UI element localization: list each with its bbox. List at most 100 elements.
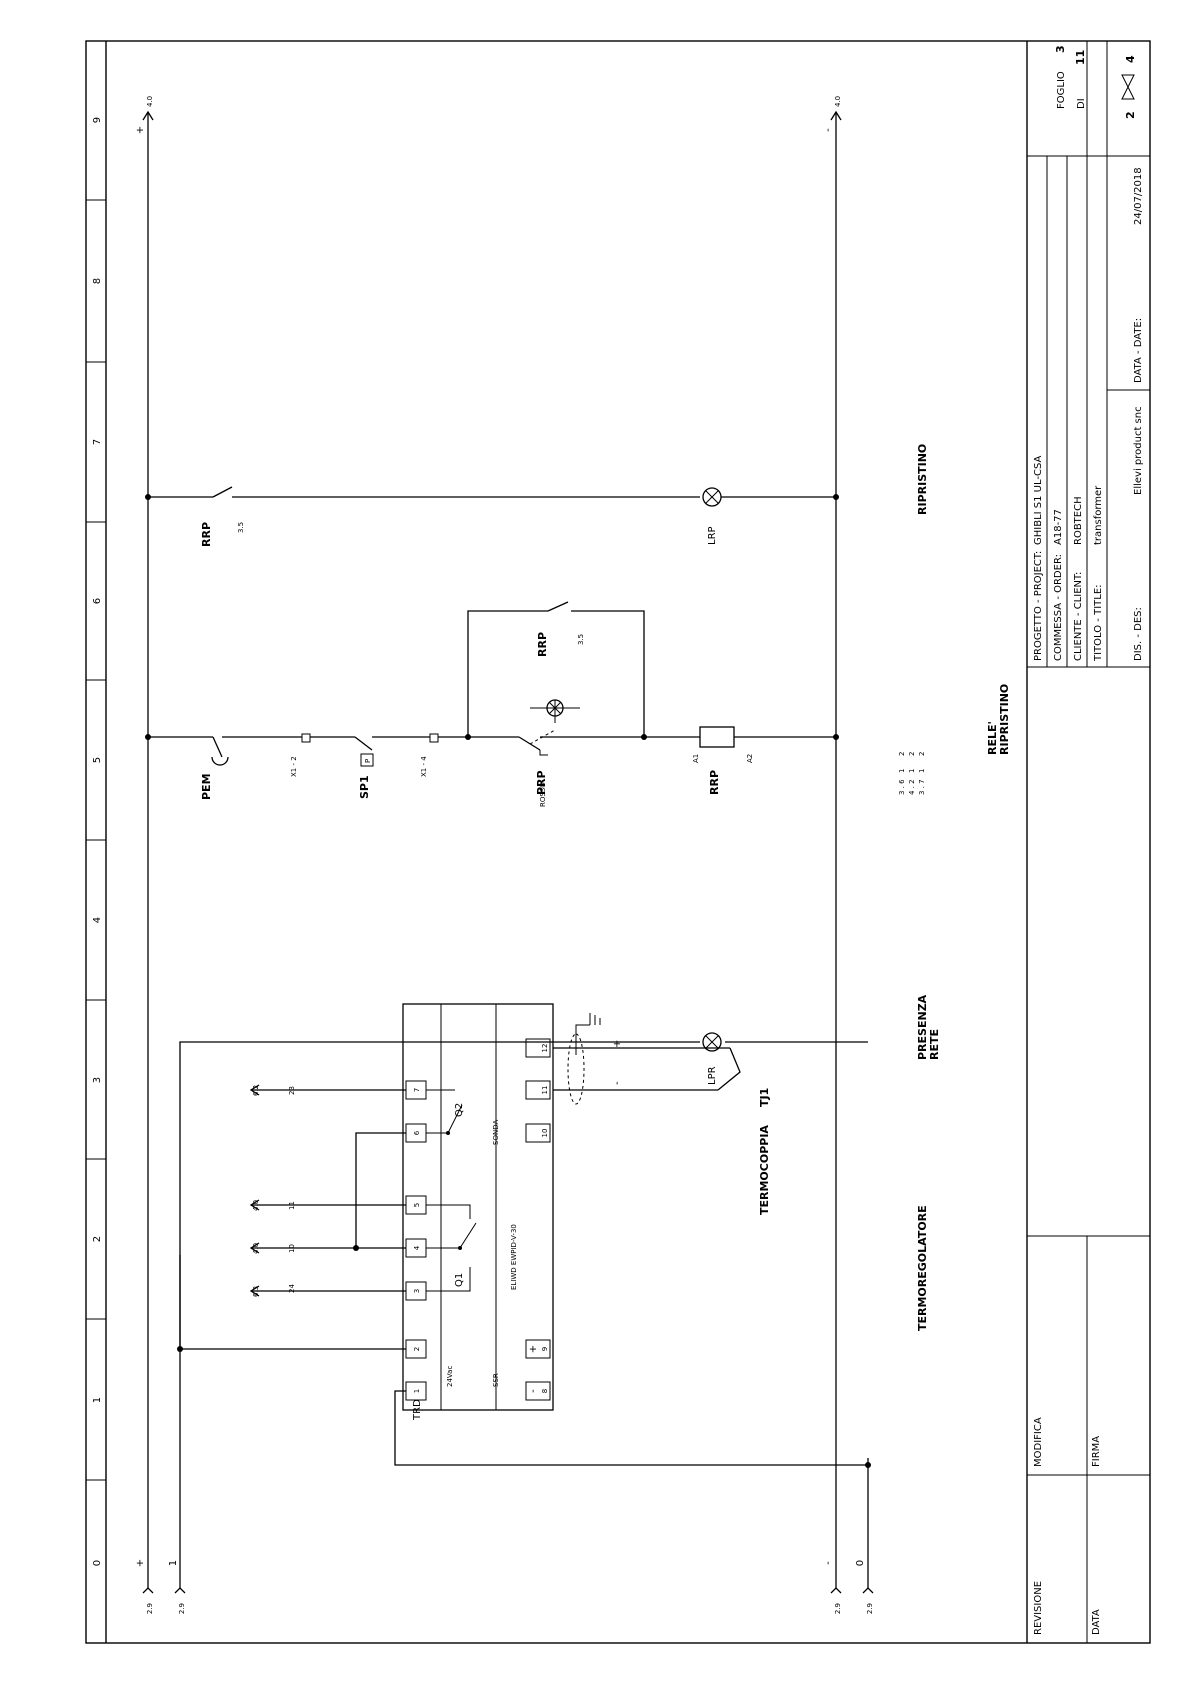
pem-label: PEM bbox=[200, 773, 213, 800]
rail-ref-left-second: 2.9 bbox=[178, 1603, 186, 1614]
outer-frame bbox=[85, 40, 1151, 1644]
sp1-pressure-switch-icon bbox=[354, 736, 374, 767]
sheet-nav-arrows-icon[interactable] bbox=[1121, 74, 1135, 100]
rrp-coil-label: RRP bbox=[708, 770, 721, 795]
rail-out-minus-ref: 4.0 bbox=[834, 96, 842, 107]
tb-cliente: ROBTECH bbox=[1073, 496, 1084, 545]
tb-titolo: transformer bbox=[1093, 485, 1104, 545]
ssr-plus-sign: + bbox=[528, 1345, 539, 1353]
ruler-label-6: 6 bbox=[92, 598, 103, 604]
ruler-label-4: 4 bbox=[92, 917, 103, 923]
prp-pushbutton-icon bbox=[518, 729, 556, 756]
tb-dis: Ellevi product snc bbox=[1133, 406, 1144, 495]
tb-foglio: 3 bbox=[1054, 45, 1067, 53]
tb-commessa-label: COMMESSA - ORDER: bbox=[1053, 554, 1064, 661]
rail-out-minus-sign: - bbox=[823, 128, 834, 132]
tb-foglio-label: FOGLIO bbox=[1056, 71, 1067, 109]
terminal-4: 4 bbox=[413, 1245, 421, 1250]
wire-11-label: 11 bbox=[288, 1201, 296, 1210]
ruler-label-3: 3 bbox=[92, 1077, 103, 1083]
section-title-presence-1: PRESENZA bbox=[916, 994, 929, 1060]
ground-icon bbox=[575, 1013, 601, 1055]
pem-mushroom-button-icon bbox=[211, 736, 229, 766]
thermo-ssr-label: SSR bbox=[492, 1373, 500, 1387]
rosso-label: ROSSO bbox=[539, 782, 547, 807]
rail-plus-sign: + bbox=[135, 1559, 146, 1567]
coil-a2-label: A2 bbox=[746, 754, 754, 763]
terminal-7: 7 bbox=[413, 1088, 421, 1092]
rail-out-plus-sign: + bbox=[135, 126, 146, 134]
ruler-label-5: 5 bbox=[92, 757, 103, 763]
tb-titolo-label: TITOLO - TITLE: bbox=[1093, 584, 1104, 662]
thermo-sonda-label: SONDA bbox=[492, 1120, 500, 1145]
wire-24-ref: 6.3 bbox=[252, 1286, 260, 1297]
tb-date: 24/07/2018 bbox=[1133, 167, 1144, 225]
x1-4-label: X1 - 4 bbox=[420, 756, 428, 777]
ruler-label-2: 2 bbox=[92, 1236, 103, 1242]
rail-ref-right-second: 2.9 bbox=[866, 1603, 874, 1614]
ruler-label-8: 8 bbox=[92, 278, 103, 284]
title-block: REVISIONE DATA MODIFICA FIRMA PROGETTO -… bbox=[1027, 41, 1150, 1643]
tb-di: 11 bbox=[1074, 50, 1087, 65]
tb-di-label: DI bbox=[1076, 98, 1087, 109]
thermocouple-label: TERMOCOPPIA bbox=[758, 1125, 771, 1215]
ruler-label-0: 0 bbox=[92, 1560, 103, 1566]
tb-date-label: DATA - DATE: bbox=[1133, 318, 1144, 383]
column-ruler: 0 1 2 3 4 5 6 7 8 9 bbox=[86, 117, 106, 1566]
thermocouple-ref: TJ1 bbox=[758, 1088, 771, 1107]
rail-ref-left-top: 2.9 bbox=[146, 1603, 154, 1614]
tb-progetto-label: PROGETTO - PROJECT: bbox=[1033, 551, 1044, 661]
thermoregulator-block: TRD ELIWD EWPID-V-30 SSR 24Vac SONDA Q1 … bbox=[177, 1003, 871, 1468]
thermo-ref: TRD bbox=[412, 1399, 423, 1421]
section-title-relay-2: RIPRISTINO bbox=[998, 684, 1011, 755]
tc-plus-sign: + bbox=[612, 1040, 623, 1048]
rrp-selfhold-ref: 3.5 bbox=[577, 634, 585, 645]
terminal-9: 9 bbox=[541, 1347, 549, 1351]
ruler-label-9: 9 bbox=[92, 117, 103, 123]
section-title-relay-1: RELE' bbox=[986, 721, 999, 755]
contact-q1-label: Q1 bbox=[454, 1273, 465, 1287]
terminal-10: 10 bbox=[541, 1129, 549, 1138]
xref-0-sheet: 3 . 6 bbox=[898, 779, 906, 795]
lamp-lrp-label: LRP bbox=[707, 526, 718, 545]
top-terminal-row: 1 2 3 4 5 6 7 bbox=[405, 1080, 427, 1401]
wire-10-ref: 4.0 bbox=[252, 1243, 260, 1254]
terminal-6: 6 bbox=[413, 1130, 421, 1135]
xref-0-b: 2 bbox=[898, 752, 906, 756]
xref-2-sheet: 3 . 7 bbox=[918, 779, 926, 795]
tb-cliente-label: CLIENTE - CLIENT: bbox=[1073, 572, 1084, 661]
terminal-12: 12 bbox=[541, 1044, 549, 1053]
sp1-p-label: P bbox=[364, 759, 372, 763]
terminal-3: 3 bbox=[413, 1289, 421, 1293]
bottom-terminal-row: 8 9 10 11 12 - + bbox=[525, 1038, 551, 1401]
wire-24-label: 24 bbox=[288, 1284, 296, 1293]
xref-0-a: 1 bbox=[898, 769, 906, 773]
rail-zero-label: 0 bbox=[855, 1560, 866, 1566]
section-title-presence-2: RETE bbox=[928, 1029, 941, 1060]
terminal-1: 1 bbox=[413, 1389, 421, 1393]
xref-1-b: 2 bbox=[908, 752, 916, 756]
prp-lamp-icon bbox=[530, 699, 580, 723]
terminal-5: 5 bbox=[413, 1203, 421, 1207]
ssr-minus-sign: - bbox=[528, 1389, 539, 1393]
wire-23-label: 23 bbox=[288, 1086, 296, 1095]
tb-commessa: A18-77 bbox=[1053, 509, 1064, 545]
xref-1-a: 1 bbox=[908, 769, 916, 773]
section-title-thermo: TERMOREGOLATORE bbox=[916, 1205, 929, 1331]
rail-out-plus-ref: 4.0 bbox=[146, 96, 154, 107]
lamp-lpr bbox=[702, 1032, 722, 1052]
relay-xref: 3 . 6 1 2 4 . 2 1 2 3 . 7 1 2 bbox=[898, 752, 926, 795]
power-rails: 2.9 2.9 2.9 2.9 + 1 - 0 4.0 4.0 + - bbox=[135, 96, 874, 1614]
rrp-contact-label: RRP bbox=[200, 522, 213, 547]
coil-a1-label: A1 bbox=[692, 754, 700, 763]
tb-progetto: GHIBLI S1 UL-CSA bbox=[1033, 455, 1044, 545]
tb-dis-label: DIS. - DES: bbox=[1133, 607, 1144, 661]
terminal-8: 8 bbox=[541, 1389, 549, 1393]
reset-chain: PEM X1 - 2 SP1 P X1 - 4 PRP ROSSO RRP A1… bbox=[145, 601, 839, 807]
tc-minus-sign: - bbox=[612, 1081, 623, 1085]
sp1-label: SP1 bbox=[358, 775, 371, 799]
wire-10-label: 10 bbox=[288, 1244, 296, 1253]
lamp-lpr-label: LPR bbox=[707, 1066, 718, 1085]
prp-label: PRP bbox=[535, 770, 548, 795]
xref-2-a: 1 bbox=[918, 769, 926, 773]
